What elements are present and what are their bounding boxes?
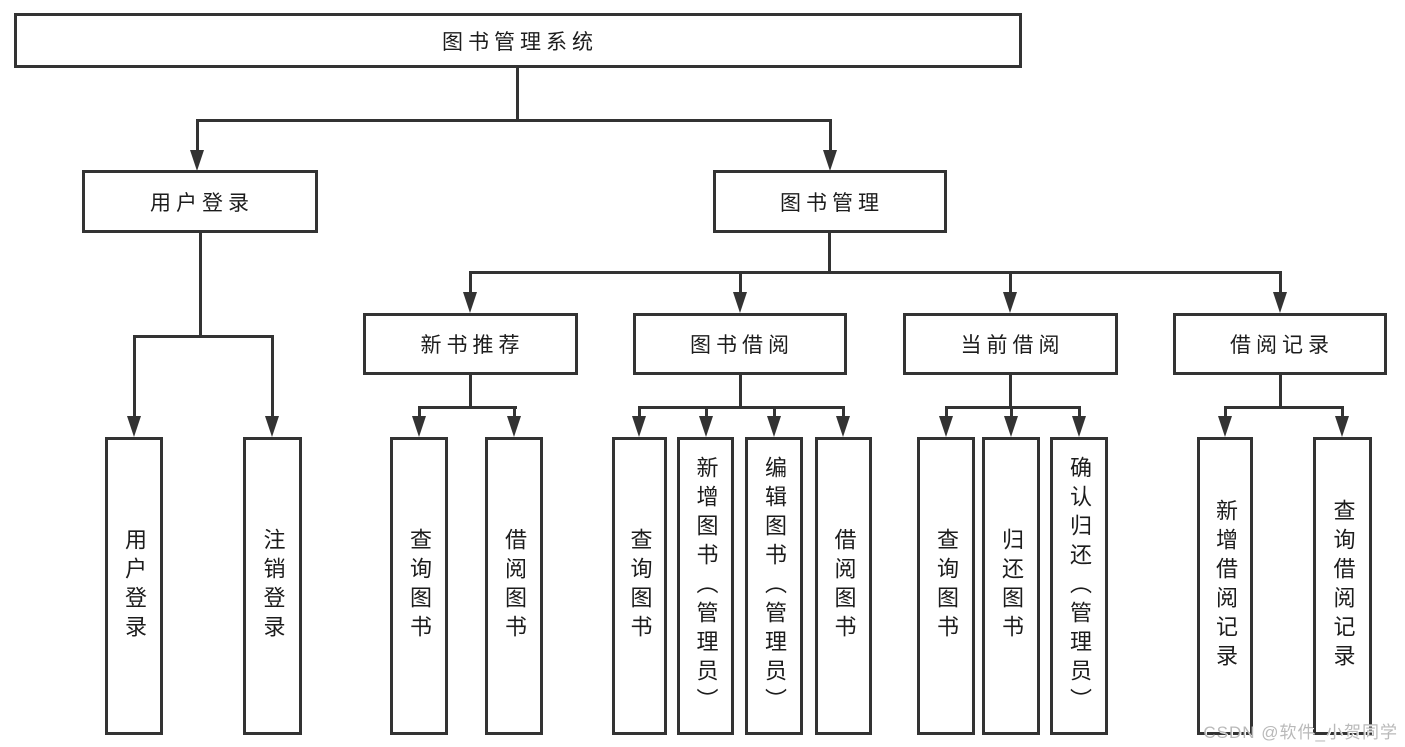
- connector-vline: [739, 375, 742, 409]
- connector-hline: [1224, 406, 1344, 409]
- arrow-down-icon: [823, 150, 837, 171]
- connector-vline: [516, 68, 519, 121]
- connector-vline: [1009, 375, 1012, 409]
- leaf-label: 查询图书: [407, 528, 432, 644]
- arrow-down-icon: [412, 416, 426, 437]
- connector-vline: [705, 406, 708, 418]
- connector-hline: [196, 119, 832, 122]
- node-label: 当前借阅: [960, 334, 1065, 357]
- connector-vline: [469, 271, 472, 294]
- node-current-borrow: 当前借阅: [903, 313, 1118, 375]
- leaf-label: 归还图书: [999, 528, 1024, 644]
- leaf-user-login: 用户登录: [105, 437, 163, 735]
- node-root-system: 图书管理系统: [14, 13, 1022, 68]
- connector-hline: [638, 406, 845, 409]
- connector-vline: [469, 375, 472, 409]
- leaf-return-books: 归还图书: [982, 437, 1040, 735]
- node-label: 图书管理系统: [442, 30, 598, 54]
- arrow-down-icon: [767, 416, 781, 437]
- node-book-management: 图书管理: [713, 170, 947, 233]
- arrow-down-icon: [463, 292, 477, 313]
- connector-vline: [842, 406, 845, 418]
- node-label: 图书管理: [780, 191, 884, 215]
- arrow-down-icon: [127, 416, 141, 437]
- node-label: 借阅记录: [1230, 334, 1334, 357]
- connector-hline: [469, 271, 1282, 274]
- node-book-borrow: 图书借阅: [633, 313, 847, 375]
- csdn-watermark: CSDN @软件_小贺同学: [1203, 723, 1398, 742]
- arrow-down-icon: [190, 150, 204, 171]
- leaf-label: 用户登录: [122, 528, 147, 644]
- connector-vline: [133, 335, 136, 418]
- connector-vline: [271, 335, 274, 418]
- connector-vline: [1078, 406, 1081, 418]
- connector-hline: [945, 406, 1081, 409]
- connector-vline: [828, 233, 831, 273]
- leaf-label: 新增借阅记录: [1213, 499, 1238, 673]
- connector-vline: [739, 271, 742, 294]
- leaf-label: 查询借阅记录: [1330, 499, 1356, 673]
- node-new-book-recommend: 新书推荐: [363, 313, 578, 375]
- leaf-label: 注销登录: [260, 528, 286, 644]
- leaf-label: 新增图书（管理员）: [693, 455, 719, 717]
- arrow-down-icon: [699, 416, 713, 437]
- leaf-label: 编辑图书（管理员）: [762, 455, 787, 717]
- leaf-query-books-current: 查询图书: [917, 437, 975, 735]
- node-label: 图书借阅: [690, 334, 794, 357]
- connector-vline: [829, 119, 832, 151]
- arrow-down-icon: [1004, 416, 1018, 437]
- connector-vline: [196, 119, 199, 151]
- connector-hline: [418, 406, 517, 409]
- leaf-add-borrow-record: 新增借阅记录: [1197, 437, 1253, 735]
- leaf-label: 查询图书: [627, 528, 653, 644]
- connector-hline: [133, 335, 274, 338]
- leaf-query-borrow-record: 查询借阅记录: [1313, 437, 1372, 735]
- leaf-label: 借阅图书: [831, 528, 857, 644]
- arrow-down-icon: [632, 416, 646, 437]
- node-label: 新书推荐: [420, 334, 525, 357]
- arrow-down-icon: [507, 416, 521, 437]
- arrow-down-icon: [1273, 292, 1287, 313]
- node-borrow-record: 借阅记录: [1173, 313, 1387, 375]
- leaf-edit-books-admin: 编辑图书（管理员）: [745, 437, 803, 735]
- arrow-down-icon: [1072, 416, 1086, 437]
- node-user-login: 用户登录: [82, 170, 318, 233]
- connector-vline: [1279, 375, 1282, 409]
- leaf-label: 借阅图书: [502, 528, 527, 644]
- arrow-down-icon: [836, 416, 850, 437]
- connector-vline: [638, 406, 641, 418]
- arrow-down-icon: [733, 292, 747, 313]
- arrow-down-icon: [1003, 292, 1017, 313]
- leaf-confirm-return-admin: 确认归还（管理员）: [1050, 437, 1108, 735]
- leaf-label: 查询图书: [934, 528, 959, 644]
- connector-vline: [1009, 271, 1012, 294]
- connector-vline: [773, 406, 776, 418]
- arrow-down-icon: [265, 416, 279, 437]
- arrow-down-icon: [1218, 416, 1232, 437]
- leaf-add-books-admin: 新增图书（管理员）: [677, 437, 734, 735]
- connector-vline: [418, 406, 421, 418]
- leaf-query-books-recommend: 查询图书: [390, 437, 448, 735]
- connector-vline: [1341, 406, 1344, 418]
- leaf-logout: 注销登录: [243, 437, 302, 735]
- connector-vline: [1224, 406, 1227, 418]
- node-label: 用户登录: [150, 191, 254, 215]
- leaf-label: 确认归还（管理员）: [1067, 455, 1092, 717]
- connector-vline: [945, 406, 948, 418]
- arrow-down-icon: [1335, 416, 1349, 437]
- connector-vline: [1010, 406, 1013, 418]
- connector-vline: [513, 406, 516, 418]
- leaf-query-books-borrow: 查询图书: [612, 437, 667, 735]
- arrow-down-icon: [939, 416, 953, 437]
- leaf-borrow-books-recommend: 借阅图书: [485, 437, 543, 735]
- connector-vline: [1279, 271, 1282, 294]
- connector-vline: [199, 233, 202, 337]
- leaf-borrow-books: 借阅图书: [815, 437, 872, 735]
